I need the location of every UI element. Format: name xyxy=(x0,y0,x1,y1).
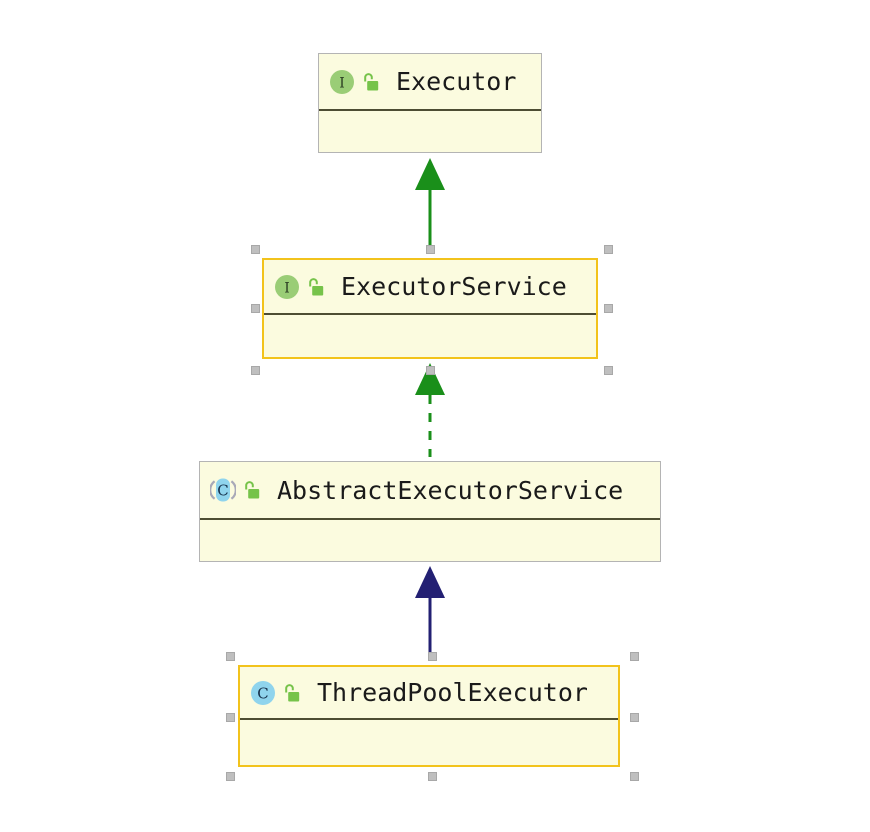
resize-handle-executor-service-3[interactable] xyxy=(251,304,260,313)
resize-handle-executor-service-2[interactable] xyxy=(604,245,613,254)
unlocked-padlock-icon xyxy=(307,277,325,297)
uml-class-name-executor: Executor xyxy=(396,67,517,96)
interface-icon: I xyxy=(274,274,300,300)
resize-handle-thread-pool-executor-5[interactable] xyxy=(226,772,235,781)
uml-class-thread-pool-executor[interactable]: C ThreadPoolExecutor xyxy=(238,665,620,767)
uml-class-members-executor-service[interactable] xyxy=(264,315,596,357)
resize-handle-executor-service-7[interactable] xyxy=(604,366,613,375)
uml-class-header-executor-service[interactable]: I ExecutorService xyxy=(264,260,596,315)
resize-handle-thread-pool-executor-3[interactable] xyxy=(226,713,235,722)
resize-handle-thread-pool-executor-6[interactable] xyxy=(428,772,437,781)
unlocked-padlock-icon xyxy=(362,72,380,92)
uml-class-members-executor[interactable] xyxy=(319,111,541,152)
resize-handle-thread-pool-executor-7[interactable] xyxy=(630,772,639,781)
class-icon: C xyxy=(250,680,276,706)
unlocked-padlock-icon xyxy=(243,480,261,500)
unlocked-padlock-icon xyxy=(283,683,301,703)
resize-handle-thread-pool-executor-1[interactable] xyxy=(428,652,437,661)
resize-handle-executor-service-0[interactable] xyxy=(251,245,260,254)
uml-class-name-thread-pool-executor: ThreadPoolExecutor xyxy=(317,678,588,707)
uml-class-executor-service[interactable]: I ExecutorService xyxy=(262,258,598,359)
uml-class-name-abstract-executor-service: AbstractExecutorService xyxy=(277,475,624,505)
resize-handle-executor-service-6[interactable] xyxy=(426,366,435,375)
uml-edge-generalization-executor-service-to-executor[interactable] xyxy=(410,158,450,252)
resize-handle-thread-pool-executor-2[interactable] xyxy=(630,652,639,661)
svg-text:I: I xyxy=(284,280,290,296)
svg-text:C: C xyxy=(217,482,228,500)
svg-text:C: C xyxy=(257,684,268,702)
svg-text:I: I xyxy=(339,75,345,91)
resize-handle-thread-pool-executor-0[interactable] xyxy=(226,652,235,661)
uml-edge-generalization-thread-pool-executor-to-abstract-executor-service[interactable] xyxy=(410,566,450,660)
resize-handle-executor-service-4[interactable] xyxy=(604,304,613,313)
uml-class-members-thread-pool-executor[interactable] xyxy=(240,720,618,765)
uml-class-header-thread-pool-executor[interactable]: C ThreadPoolExecutor xyxy=(240,667,618,720)
uml-class-abstract-executor-service[interactable]: C AbstractExecutorService xyxy=(199,461,661,562)
interface-icon: I xyxy=(329,69,355,95)
uml-class-members-abstract-executor-service[interactable] xyxy=(200,520,660,561)
uml-edge-realization-abstract-executor-service-to-executor-service[interactable] xyxy=(410,363,450,457)
resize-handle-executor-service-1[interactable] xyxy=(426,245,435,254)
uml-class-header-abstract-executor-service[interactable]: C AbstractExecutorService xyxy=(200,462,660,520)
uml-class-executor[interactable]: I Executor xyxy=(318,53,542,153)
resize-handle-executor-service-5[interactable] xyxy=(251,366,260,375)
uml-class-header-executor[interactable]: I Executor xyxy=(319,54,541,111)
uml-class-name-executor-service: ExecutorService xyxy=(341,272,567,301)
resize-handle-thread-pool-executor-4[interactable] xyxy=(630,713,639,722)
abstract-class-icon: C xyxy=(210,477,236,503)
